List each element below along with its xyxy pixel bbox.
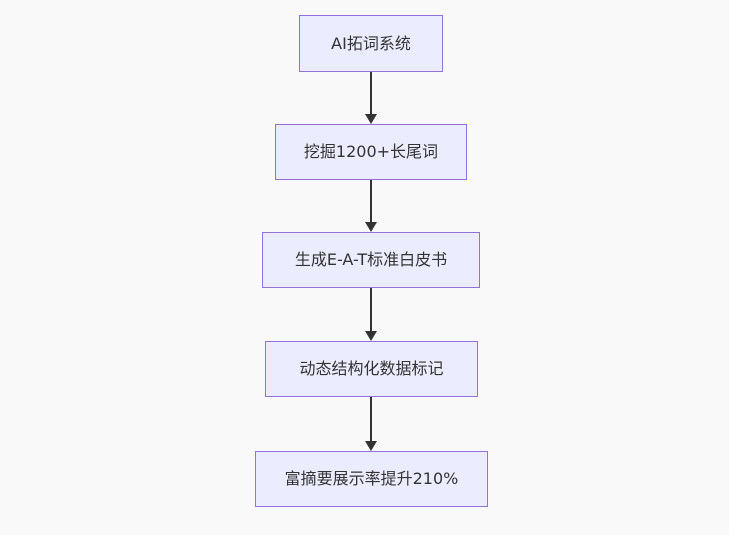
- flow-node-longtail-mining: 挖掘1200+长尾词: [275, 124, 467, 180]
- flow-node-label: 生成E-A-T标准白皮书: [294, 250, 448, 269]
- arrow-head-icon: [365, 222, 377, 232]
- flow-node-label: 动态结构化数据标记: [299, 359, 444, 378]
- flow-node-label: 挖掘1200+长尾词: [303, 142, 439, 161]
- flow-node-rich-snippet-rate: 富摘要展示率提升210%: [255, 451, 488, 507]
- arrow-line: [370, 72, 372, 114]
- arrow-line: [370, 397, 372, 441]
- flow-node-ai-word-expansion: AI拓词系统: [299, 15, 443, 72]
- flow-node-label: 富摘要展示率提升210%: [284, 469, 459, 488]
- arrow-line: [370, 180, 372, 222]
- arrow-head-icon: [365, 331, 377, 341]
- flow-node-eat-whitepaper: 生成E-A-T标准白皮书: [262, 232, 480, 288]
- flow-node-structured-data-markup: 动态结构化数据标记: [265, 341, 478, 397]
- flow-node-label: AI拓词系统: [331, 33, 411, 53]
- arrow-head-icon: [365, 114, 377, 124]
- arrow-line: [370, 288, 372, 331]
- arrow-head-icon: [365, 441, 377, 451]
